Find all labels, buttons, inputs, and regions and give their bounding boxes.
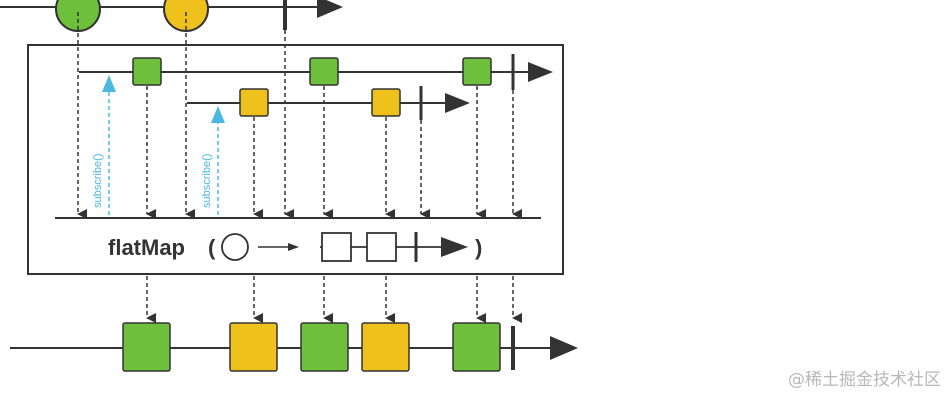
inner-green-item-2 xyxy=(309,57,339,86)
operator-square-icon-1 xyxy=(321,232,352,262)
inner-green-item-1 xyxy=(132,57,162,86)
operator-map-arrow-head xyxy=(288,243,299,251)
output-item-yellow-2 xyxy=(361,322,410,372)
inner-emission-arrows xyxy=(77,12,522,219)
operator-name: flatMap xyxy=(108,235,185,260)
operator-square-icon-2 xyxy=(366,232,397,262)
source-timeline xyxy=(0,0,343,32)
subscribe-label-yellow: subscribe() xyxy=(201,154,213,208)
subscribe-label-green: subscribe() xyxy=(92,154,104,208)
subscribe-arrowhead-yellow xyxy=(211,106,225,123)
operator-circle-icon xyxy=(221,233,249,261)
inner-yellow-arrowhead xyxy=(445,93,470,113)
output-item-green-2 xyxy=(300,322,349,372)
source-arrowhead xyxy=(317,0,343,18)
output-timeline xyxy=(10,322,578,372)
operator-open-paren: ( xyxy=(208,235,216,260)
inner-timeline-yellow xyxy=(187,86,470,120)
output-arrowhead xyxy=(550,336,578,360)
inner-yellow-item-1 xyxy=(239,88,269,117)
operator-close-paren: ) xyxy=(475,235,482,260)
inner-yellow-item-2 xyxy=(371,88,401,117)
inner-timeline-green xyxy=(79,54,553,90)
inner-green-arrowhead xyxy=(528,62,553,82)
watermark-text: @稀土掘金技术社区 xyxy=(788,370,941,390)
output-emission-arrows xyxy=(146,276,522,323)
inner-green-item-3 xyxy=(462,57,492,86)
output-item-green-3 xyxy=(452,322,501,372)
operator-label: flatMap ( ) xyxy=(108,232,482,262)
operator-result-arrowhead xyxy=(441,237,468,257)
output-item-green-1 xyxy=(122,322,171,372)
subscribe-arrows: subscribe() subscribe() xyxy=(92,75,225,215)
output-item-yellow-1 xyxy=(229,322,278,372)
subscribe-arrowhead-green xyxy=(102,75,116,92)
